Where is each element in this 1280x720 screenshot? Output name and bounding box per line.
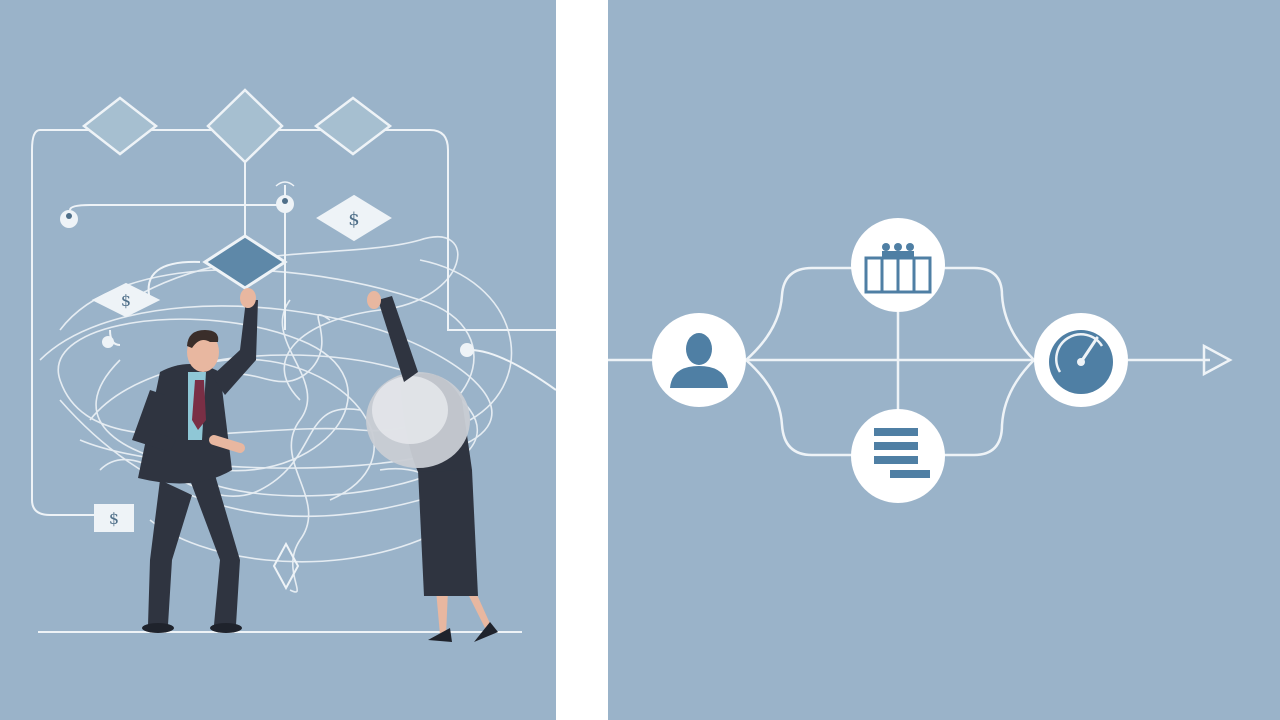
arrow-head [1202,343,1233,377]
flow-lines [31,129,556,516]
user-dot-4 [102,336,114,348]
dollar-label-right: $ [348,209,359,230]
right-panel-streamlined-workflow [608,0,1280,720]
team-node [851,218,945,312]
user-icon [670,333,728,388]
list-node [851,409,945,503]
diamond-top-center [206,88,284,164]
user-dot-3 [460,343,474,357]
panel-divider [556,0,608,720]
dollar-label-left: $ [121,291,131,310]
small-user-markers [60,181,474,357]
left-panel-tangled-workflow: $ $ $ [0,0,556,720]
gauge-node [1034,313,1128,407]
diamond-top-left [81,96,159,156]
diamond-top-right [313,96,393,156]
diamond-bottom-small [272,541,300,591]
list-icon [874,428,930,478]
diamond-dollar-right [316,194,392,242]
businessman-figure [132,288,258,633]
team-icon [864,243,932,294]
decision-diamonds [81,88,393,591]
diamond-dollar-left [91,282,161,318]
workflow-connectors [608,266,1210,457]
dollar-box-bottom [94,504,134,532]
diamond-center-dark [202,234,288,290]
streamlined-workflow-diagram [608,0,1280,720]
tangled-workflow-illustration: $ $ $ [0,0,556,720]
user-node [652,313,746,407]
dollar-label-bottom: $ [109,509,119,528]
left-background [0,0,556,720]
businesswoman-figure [366,291,498,642]
gauge-icon [1049,330,1113,394]
